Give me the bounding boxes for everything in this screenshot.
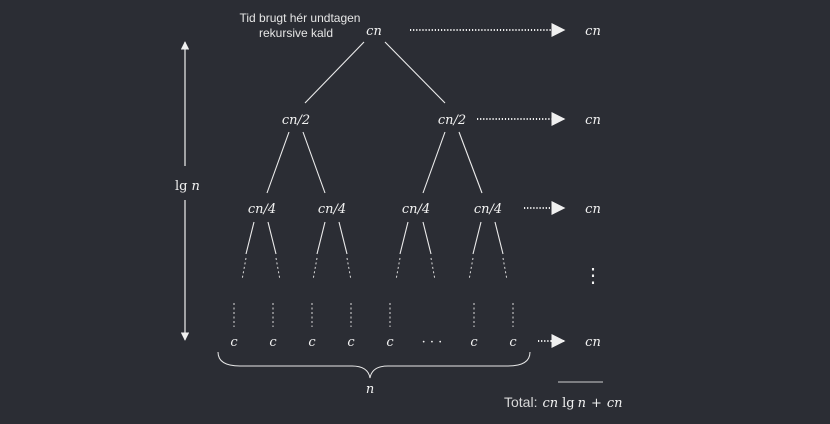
tree-leaf: c bbox=[269, 335, 277, 350]
tree-edge bbox=[384, 41, 446, 104]
tree-edge bbox=[304, 41, 365, 104]
tree-edge-continuation bbox=[275, 257, 281, 281]
tree-edge bbox=[245, 221, 255, 255]
level-sum-vertical-dots: ⋮ bbox=[583, 263, 603, 287]
tree-edge-continuation bbox=[468, 257, 474, 281]
tree-leaf: c bbox=[470, 335, 478, 350]
tree-node-level2: cn/4 bbox=[402, 202, 430, 217]
tree-edge bbox=[399, 221, 409, 255]
tree-node-level1-right: cn/2 bbox=[438, 113, 466, 128]
level-sum: cn bbox=[585, 202, 601, 217]
leaves-brace bbox=[217, 351, 531, 379]
tree-node-level2: cn/4 bbox=[474, 202, 502, 217]
tree-edge bbox=[458, 131, 483, 194]
tree-edge-continuation bbox=[502, 257, 508, 281]
tree-edge bbox=[267, 221, 277, 255]
tree-edge bbox=[266, 131, 290, 194]
tree-edge-continuation bbox=[346, 257, 352, 281]
tree-leaf: c bbox=[347, 335, 355, 350]
tree-leaf: c bbox=[386, 335, 394, 350]
tree-edge-continuation bbox=[395, 257, 401, 281]
tree-edge-continuation bbox=[312, 257, 318, 281]
level-sum: cn bbox=[585, 24, 601, 39]
tree-edge bbox=[338, 221, 348, 255]
level-sum: cn bbox=[585, 335, 601, 350]
tree-leaf-ellipsis: · · · bbox=[422, 335, 443, 350]
tree-edge bbox=[316, 221, 326, 255]
tree-root-node: cn bbox=[366, 24, 382, 39]
tree-node-level2: cn/4 bbox=[248, 202, 276, 217]
tree-node-level1-left: cn/2 bbox=[282, 113, 310, 128]
tree-edge bbox=[494, 221, 504, 255]
tree-edge bbox=[422, 221, 432, 255]
level-sum: cn bbox=[585, 113, 601, 128]
tree-node-level2: cn/4 bbox=[318, 202, 346, 217]
tree-leaf: c bbox=[509, 335, 517, 350]
annotation-line-1: Tid brugt hér undtagen bbox=[240, 11, 361, 25]
annotation-line-2: rekursive kald bbox=[259, 26, 333, 40]
tree-edge-continuation bbox=[241, 257, 247, 281]
tree-edge bbox=[302, 131, 326, 194]
tree-leaf: c bbox=[230, 335, 238, 350]
tree-leaf: c bbox=[308, 335, 316, 350]
tree-edge-continuation bbox=[430, 257, 436, 281]
brace-label: n bbox=[366, 382, 374, 397]
tree-edge bbox=[422, 131, 446, 194]
tree-edge bbox=[472, 221, 482, 255]
